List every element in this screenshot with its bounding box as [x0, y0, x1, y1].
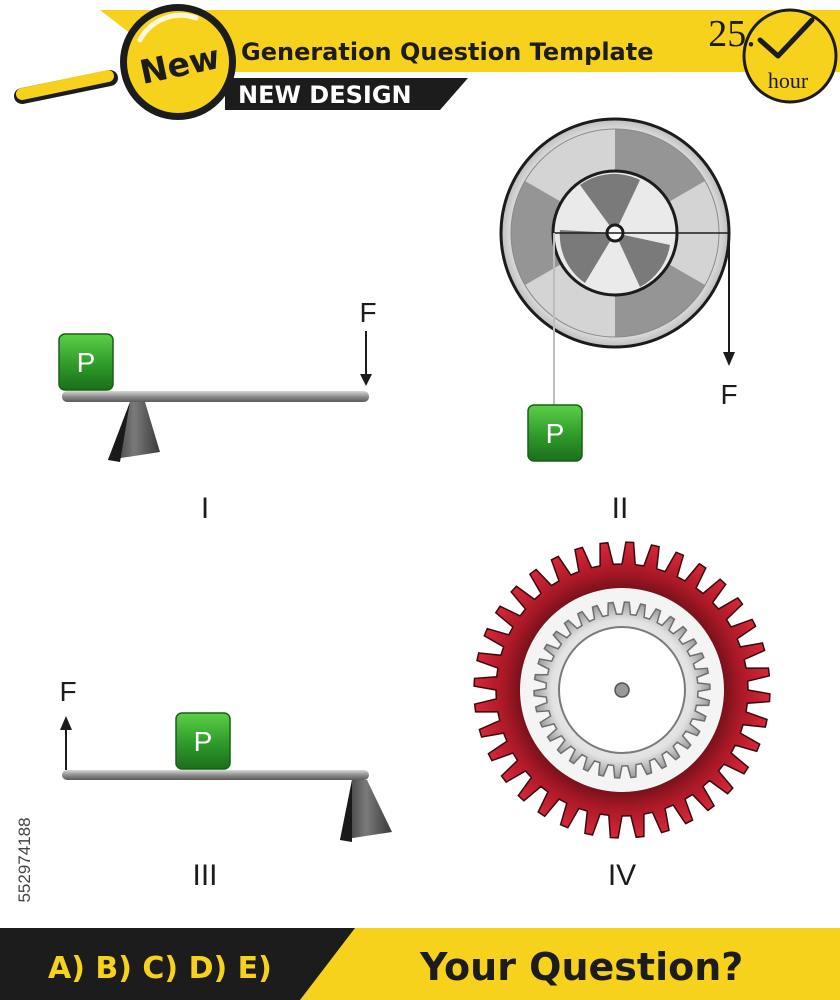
diagram-caption: IV	[608, 859, 636, 892]
magnifier-handle	[16, 70, 114, 100]
header-title: Generation Question Template	[241, 38, 654, 66]
mass-label: P	[546, 418, 565, 449]
force-arrow-head	[60, 716, 72, 730]
mass-block	[58, 333, 114, 391]
mass-label: P	[194, 726, 213, 757]
footer-dark-band	[0, 928, 355, 1000]
force-arrow-head	[360, 374, 372, 386]
lever-beam	[62, 770, 369, 780]
inner-wheel-vanes	[559, 173, 670, 287]
diagram-lever-iii: P F III	[59, 676, 392, 892]
timer: 25. hour	[708, 8, 838, 104]
diagram-gear-iv: IV	[473, 541, 771, 892]
fulcrum	[340, 780, 392, 840]
mass-block	[527, 404, 583, 462]
diagram-caption: II	[612, 492, 629, 525]
footer: A) B) C) D) E) Your Question?	[0, 928, 840, 1000]
answer-options: A) B) C) D) E)	[48, 951, 272, 986]
timer-unit: hour	[768, 68, 809, 93]
mass-block	[175, 712, 231, 770]
timer-value: 25.	[708, 13, 756, 55]
header-dark-band	[225, 78, 468, 110]
checkmark-icon	[757, 17, 815, 59]
header-yellow-band	[100, 10, 840, 72]
header-subtitle: NEW DESIGN	[238, 81, 412, 109]
diagram-lever-i: P F I	[58, 297, 377, 525]
mass-label: P	[77, 347, 96, 378]
force-label: F	[59, 676, 76, 707]
gear-axle	[614, 682, 630, 698]
side-watermark-id: 552974188	[15, 817, 34, 902]
question-prompt: Your Question?	[419, 945, 743, 989]
magnifier-lens	[127, 11, 229, 113]
diagram-pulley-ii: F P II	[499, 117, 738, 525]
magnifier-glare	[137, 12, 199, 43]
force-label: F	[359, 297, 376, 328]
lever-beam	[62, 391, 369, 402]
fulcrum-shade	[340, 780, 352, 842]
diagram-caption: III	[192, 859, 217, 892]
force-arrow-head	[723, 352, 735, 366]
fulcrum-shade	[108, 402, 130, 462]
header: New Generation Question Template NEW DES…	[14, 4, 840, 120]
diagram-caption: I	[201, 492, 209, 525]
clock-icon	[742, 8, 838, 104]
force-label: F	[720, 379, 737, 410]
